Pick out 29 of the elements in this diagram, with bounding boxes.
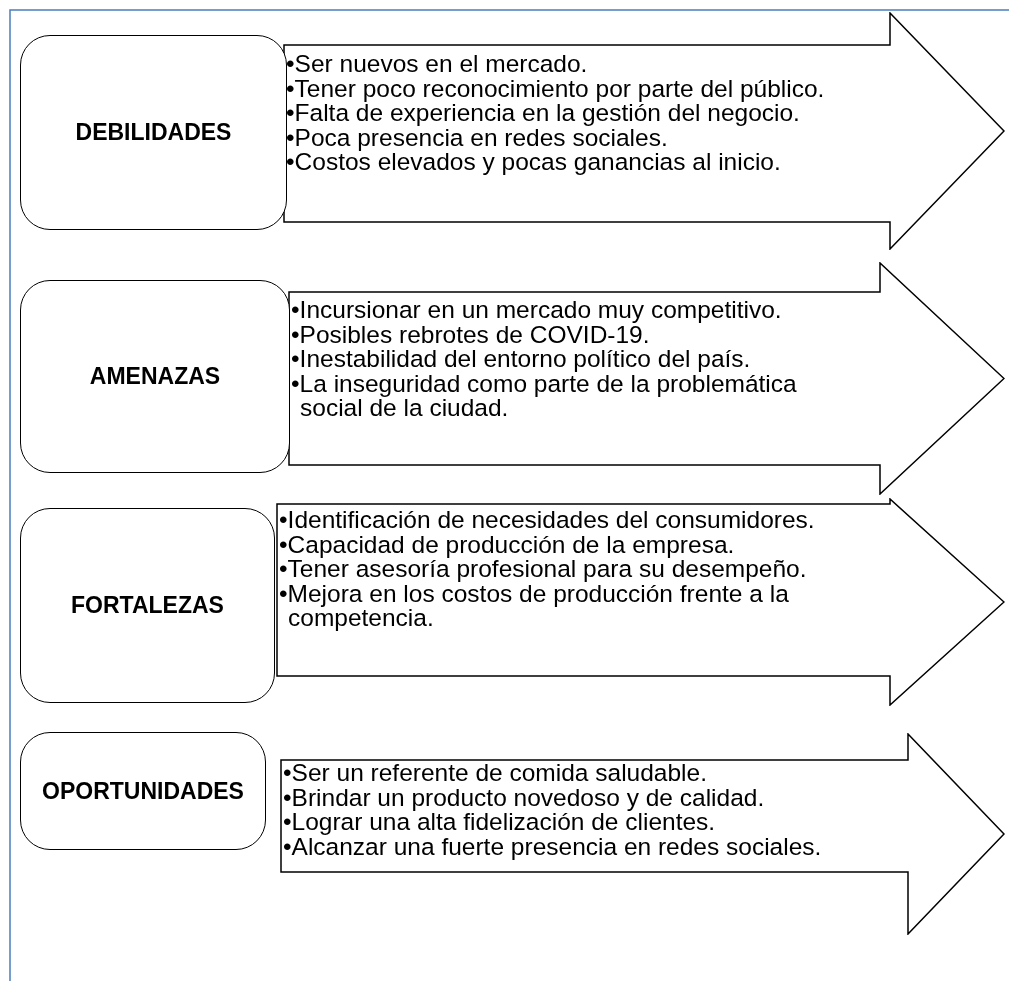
arrow-shape [283,12,1005,250]
category-box [20,35,287,230]
bullet-item: •Posibles rebrotes de COVID-19. [291,322,651,347]
bullet-item: •Lograr una alta fidelización de clientes. [283,810,717,835]
bullet-item: •Brindar un producto novedoso y de calidad. [283,785,766,810]
category-title: OPORTUNIDADES [42,777,244,805]
bullet-item: •Ser un referente de comida saludable. [283,761,708,786]
bullet-item: •Inestabilidad del entorno político del país. [291,347,752,372]
bullet-item: •Falta de experiencia en la gestión del negocio. [286,101,800,126]
bullet-item: •Costos elevados y pocas ganancias al inicio. [286,150,782,175]
bullet-item: •Tener poco reconocimiento por parte del público. [286,76,826,101]
arrow-shape [280,733,1005,935]
bullet-item: •Identificación de necesidades del consumidores. [279,508,816,533]
bullet-item: •Alcanzar una fuerte presencia en redes sociales. [283,834,823,859]
bullet-item: •La inseguridad como parte de la problemática social de la ciudad. [291,371,798,421]
category-title: DEBILIDADES [75,119,232,146]
category-title: FORTALEZAS [71,592,224,619]
arrow-shape [276,498,1005,706]
bullet-item: •Poca presencia en redes sociales. [286,125,669,150]
category-box [20,508,275,703]
bullet-item: •Mejora en los costos de producción frente a la competencia. [279,581,789,631]
category-box [20,732,266,850]
bullet-item: •Incursionar en un mercado muy competitivo. [291,298,783,323]
bullet-item: •Ser nuevos en el mercado. [286,52,589,77]
category-title: AMENAZAS [89,363,221,390]
bullet-item: •Tener asesoría profesional para su desempeño. [279,557,808,582]
category-box [20,280,290,473]
arrow-shape [288,262,1005,495]
bullet-item: •Capacidad de producción de la empresa. [279,532,736,557]
